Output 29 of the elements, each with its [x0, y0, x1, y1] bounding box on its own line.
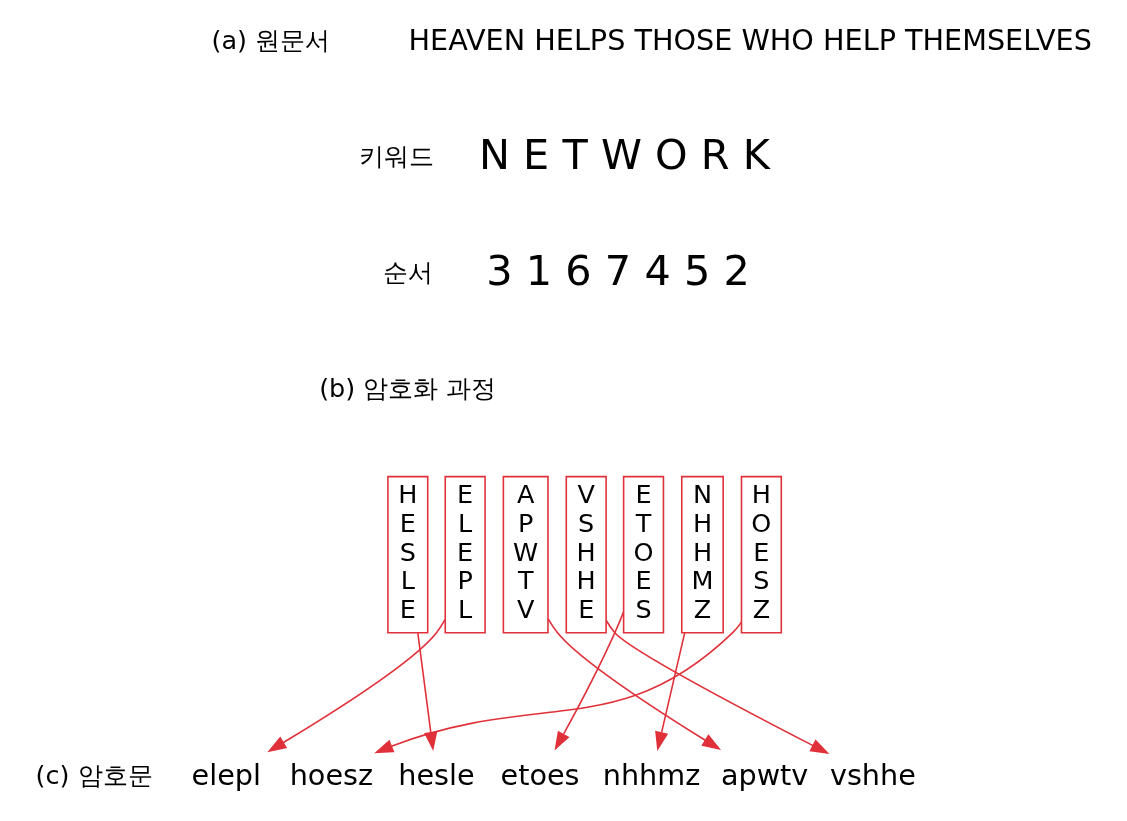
- label: (b) 암호화 과정: [319, 372, 497, 403]
- label: HEAVEN HELPS THOSE WHO HELP THEMSELVES: [408, 23, 1092, 58]
- label: (c) 암호문: [35, 759, 153, 790]
- label: 3 1 6 7 4 5 2: [486, 247, 750, 296]
- arrow: [554, 611, 625, 751]
- node-box: E L E P L: [444, 475, 486, 634]
- node-text: elepl: [191, 757, 261, 792]
- label: (a) 원문서: [211, 25, 331, 56]
- node-text: vshhe: [829, 757, 916, 792]
- label: 순서: [382, 257, 433, 288]
- node-box: E T O E S: [622, 475, 665, 634]
- node-text: hoesz: [289, 757, 374, 792]
- node-text: etoes: [500, 757, 580, 792]
- label: 키워드: [359, 140, 435, 171]
- node-box: H E S L E: [387, 475, 429, 634]
- node-text: apwtv: [720, 757, 809, 792]
- node-box: A P W T V: [502, 475, 549, 634]
- node-text: hesle: [398, 757, 475, 792]
- node-box: V S H H E: [565, 475, 607, 634]
- arrow: [267, 618, 446, 753]
- node-box: H O E S Z: [740, 475, 783, 634]
- arrow: [605, 619, 830, 754]
- arrow: [655, 632, 686, 751]
- arrow: [417, 632, 438, 751]
- arrow: [547, 618, 722, 750]
- node-text: nhhmz: [602, 757, 701, 792]
- arrow: [374, 621, 743, 754]
- node-box: N H H M Z: [680, 475, 724, 634]
- label: N E T W O R K: [478, 130, 770, 179]
